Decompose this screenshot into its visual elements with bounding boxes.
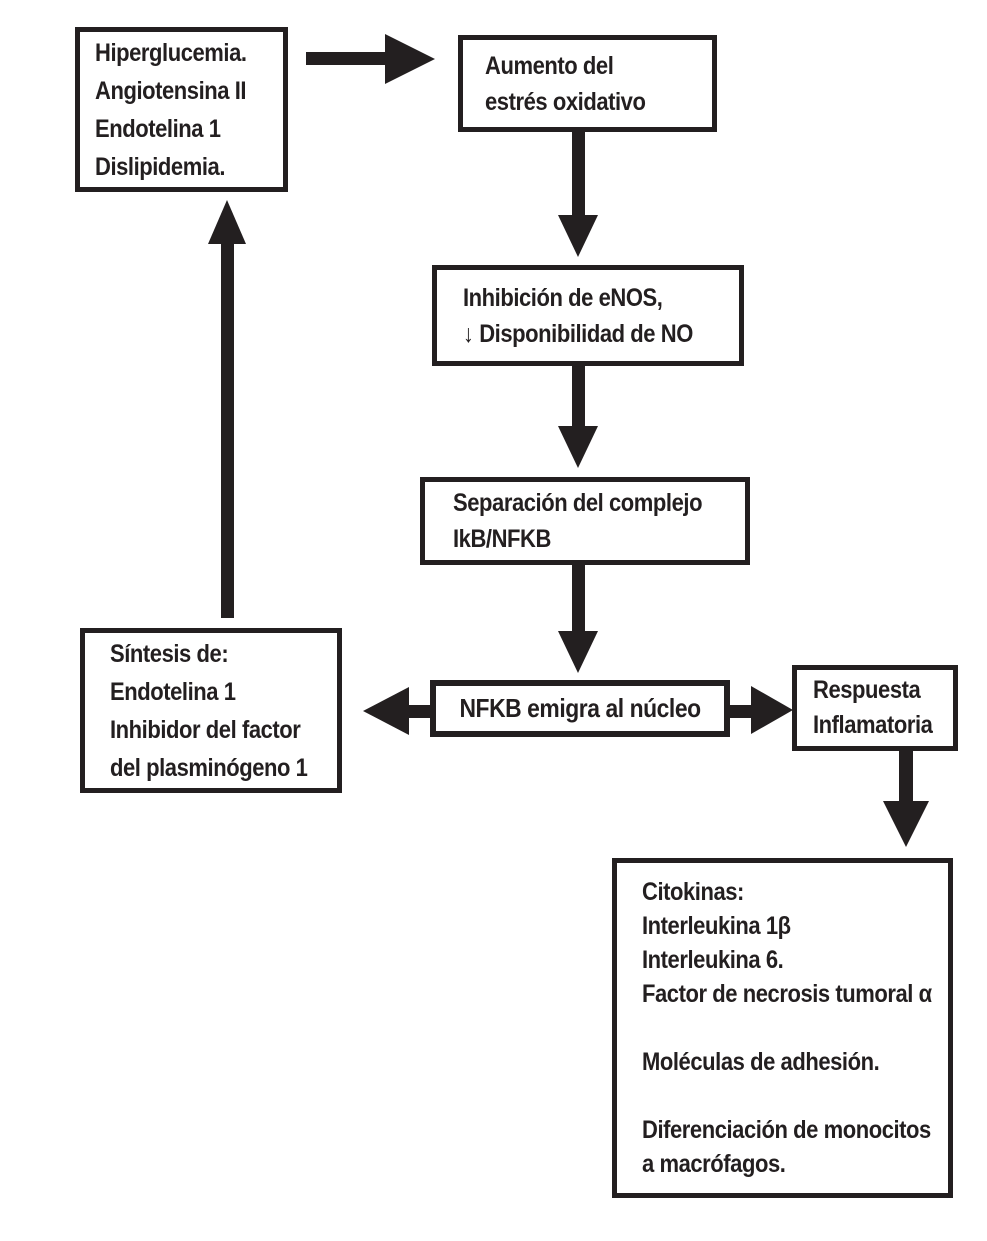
- box-citokinas-line: a macrófagos.: [642, 1150, 786, 1178]
- box-causas-line: Endotelina 1: [95, 114, 221, 143]
- arrow-shaft: [572, 132, 585, 217]
- box-citokinas-line: Diferenciación de monocitos: [642, 1116, 931, 1144]
- box-nfkb-line: NFKB emigra al núcleo: [459, 693, 701, 723]
- box-citokinas-line: Interleukina 6.: [642, 946, 784, 974]
- box-causas: Hiperglucemia. Angiotensina II Endotelin…: [75, 27, 288, 192]
- box-sintesis-line: Síntesis de:: [110, 639, 229, 668]
- box-sintesis-line: Endotelina 1: [110, 677, 236, 706]
- box-estres-oxidativo: Aumento del estrés oxidativo: [458, 35, 717, 132]
- arrow-head: [751, 686, 793, 734]
- arrow-shaft: [899, 751, 913, 803]
- box-estres-line: Aumento del: [485, 51, 614, 80]
- box-citokinas-line: Citokinas:: [642, 878, 744, 906]
- arrow-head: [558, 631, 598, 673]
- arrow-head: [558, 215, 598, 257]
- box-citokinas-line: Factor de necrosis tumoral α: [642, 980, 932, 1008]
- box-respuesta-inflamatoria: Respuesta Inflamatoria: [792, 665, 958, 751]
- arrow-shaft: [572, 366, 585, 428]
- box-separacion-line: Separación del complejo: [453, 489, 703, 517]
- box-sintesis-line: del plasminógeno 1: [110, 753, 308, 782]
- arrow-shaft: [221, 240, 234, 618]
- box-nfkb-nucleo: NFKB emigra al núcleo: [430, 680, 730, 737]
- box-citokinas: Citokinas: Interleukina 1β Interleukina …: [612, 858, 953, 1198]
- box-separacion-complejo: Separación del complejo IkB/NFKB: [420, 477, 750, 565]
- box-inhibicion-enos: Inhibición de eNOS, ↓ Disponibilidad de …: [432, 265, 744, 366]
- box-separacion-line: IkB/NFKB: [453, 525, 551, 553]
- box-enos-line: Inhibición de eNOS,: [463, 283, 663, 312]
- arrow-head: [363, 687, 409, 735]
- box-causas-line: Dislipidemia.: [95, 152, 225, 181]
- arrow-shaft: [407, 705, 432, 718]
- box-citokinas-line: Interleukina 1β: [642, 912, 791, 940]
- box-sintesis: Síntesis de: Endotelina 1 Inhibidor del …: [80, 628, 342, 793]
- box-causas-line: Hiperglucemia.: [95, 38, 247, 67]
- box-respuesta-line: Respuesta: [813, 676, 921, 704]
- box-estres-line: estrés oxidativo: [485, 87, 646, 116]
- arrow-shaft: [729, 705, 752, 718]
- box-sintesis-line: Inhibidor del factor: [110, 715, 301, 744]
- arrow-head: [385, 34, 435, 84]
- arrow-head: [558, 426, 598, 468]
- arrow-head: [208, 200, 246, 244]
- arrow-shaft: [306, 52, 386, 65]
- box-causas-line: Angiotensina II: [95, 76, 247, 105]
- box-citokinas-line: Moléculas de adhesión.: [642, 1048, 880, 1076]
- box-enos-line: ↓ Disponibilidad de NO: [463, 319, 693, 348]
- arrow-shaft: [572, 565, 585, 633]
- box-respuesta-line: Inflamatoria: [813, 711, 933, 739]
- arrow-head: [883, 801, 929, 847]
